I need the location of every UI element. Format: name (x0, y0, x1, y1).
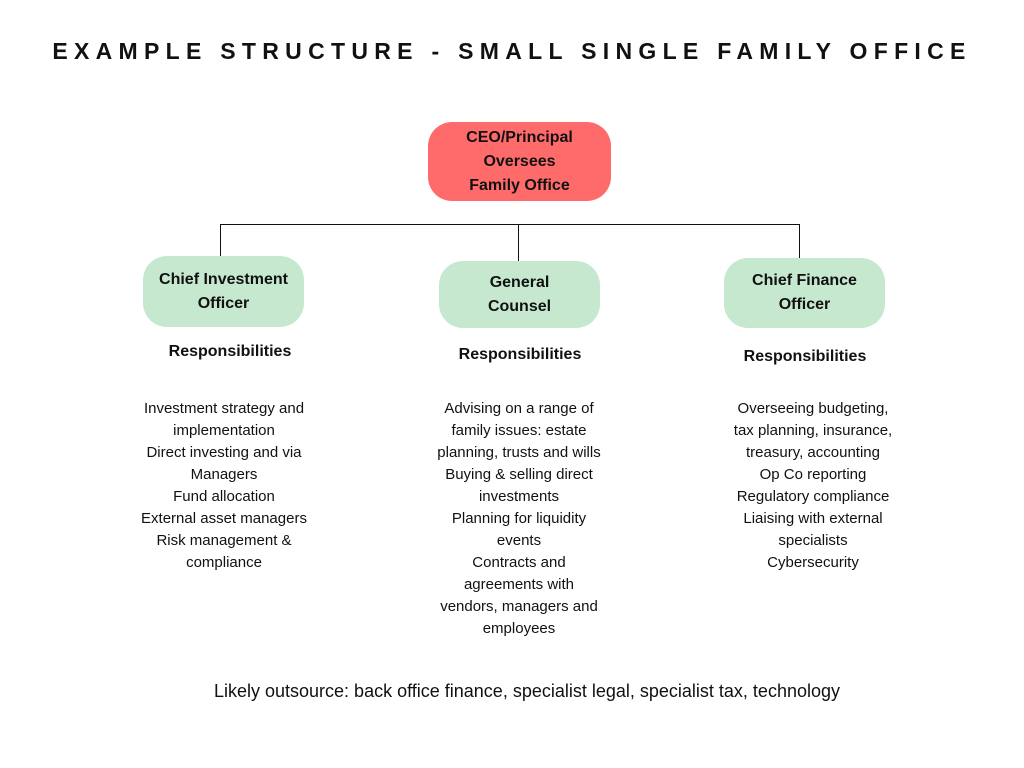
outsource-note: Likely outsource: back office finance, s… (213, 681, 840, 701)
responsibility-item: Cybersecurity (767, 554, 859, 571)
responsibility-item: specialists (778, 532, 848, 549)
responsibility-item: Fund allocation (173, 488, 275, 505)
responsibility-item: implementation (173, 422, 275, 439)
responsibility-item: Risk management & (156, 532, 292, 549)
cio-responsibilities-heading: Responsibilities (168, 343, 292, 360)
responsibility-item: agreements with (463, 576, 575, 593)
connector-gc (518, 224, 519, 261)
ceo-line: CEO/Principal (466, 128, 573, 146)
responsibility-item: Advising on a range of (444, 400, 594, 417)
responsibility-item: events (496, 532, 542, 549)
responsibility-item: employees (482, 620, 556, 637)
cfo-responsibilities-list: Overseeing budgeting, tax planning, insur… (683, 398, 943, 574)
gc-responsibilities-heading: Responsibilities (458, 346, 582, 363)
responsibility-item: Op Co reporting (759, 466, 867, 483)
ceo-line: Family Office (469, 176, 570, 194)
responsibility-item: External asset managers (141, 510, 307, 527)
responsibility-item: Direct investing and via (146, 444, 302, 461)
node-line: Chief Finance (752, 272, 857, 289)
responsibility-item: Overseeing budgeting, (737, 400, 889, 417)
responsibility-item: Investment strategy and (143, 400, 305, 417)
responsibility-item: Buying & selling direct (445, 466, 593, 483)
node-line: General (489, 273, 550, 291)
responsibility-item: planning, trusts and wills (437, 444, 601, 461)
responsibility-item: Managers (190, 466, 258, 483)
node-line: Counsel (487, 297, 552, 315)
responsibility-item: tax planning, insurance, (733, 422, 893, 439)
ceo-line: Oversees (483, 152, 556, 170)
gc-responsibilities-list: Advising on a range of family issues: est… (389, 398, 649, 640)
responsibility-item: family issues: estate (451, 422, 587, 439)
diagram-title: EXAMPLE STRUCTURE - SMALL SINGLE FAMILY … (52, 38, 972, 64)
node-line: Officer (778, 296, 831, 313)
responsibility-item: vendors, managers and (440, 598, 598, 615)
node-line: Chief Investment (159, 270, 288, 288)
responsibility-item: investments (478, 488, 560, 505)
ceo-node: CEO/Principal Oversees Family Office (428, 122, 611, 201)
cfo-responsibilities-heading: Responsibilities (743, 348, 867, 365)
connector-horizontal (220, 224, 800, 225)
responsibility-item: treasury, accounting (746, 444, 880, 461)
responsibility-item: compliance (186, 554, 262, 571)
connector-cio (220, 224, 221, 256)
responsibility-item: Contracts and (472, 554, 566, 571)
connector-cfo (799, 224, 800, 258)
responsibility-item: Regulatory compliance (736, 488, 890, 505)
responsibility-item: Liaising with external (743, 510, 883, 527)
node-line: Officer (197, 294, 250, 312)
responsibility-item: Planning for liquidity (451, 510, 587, 527)
